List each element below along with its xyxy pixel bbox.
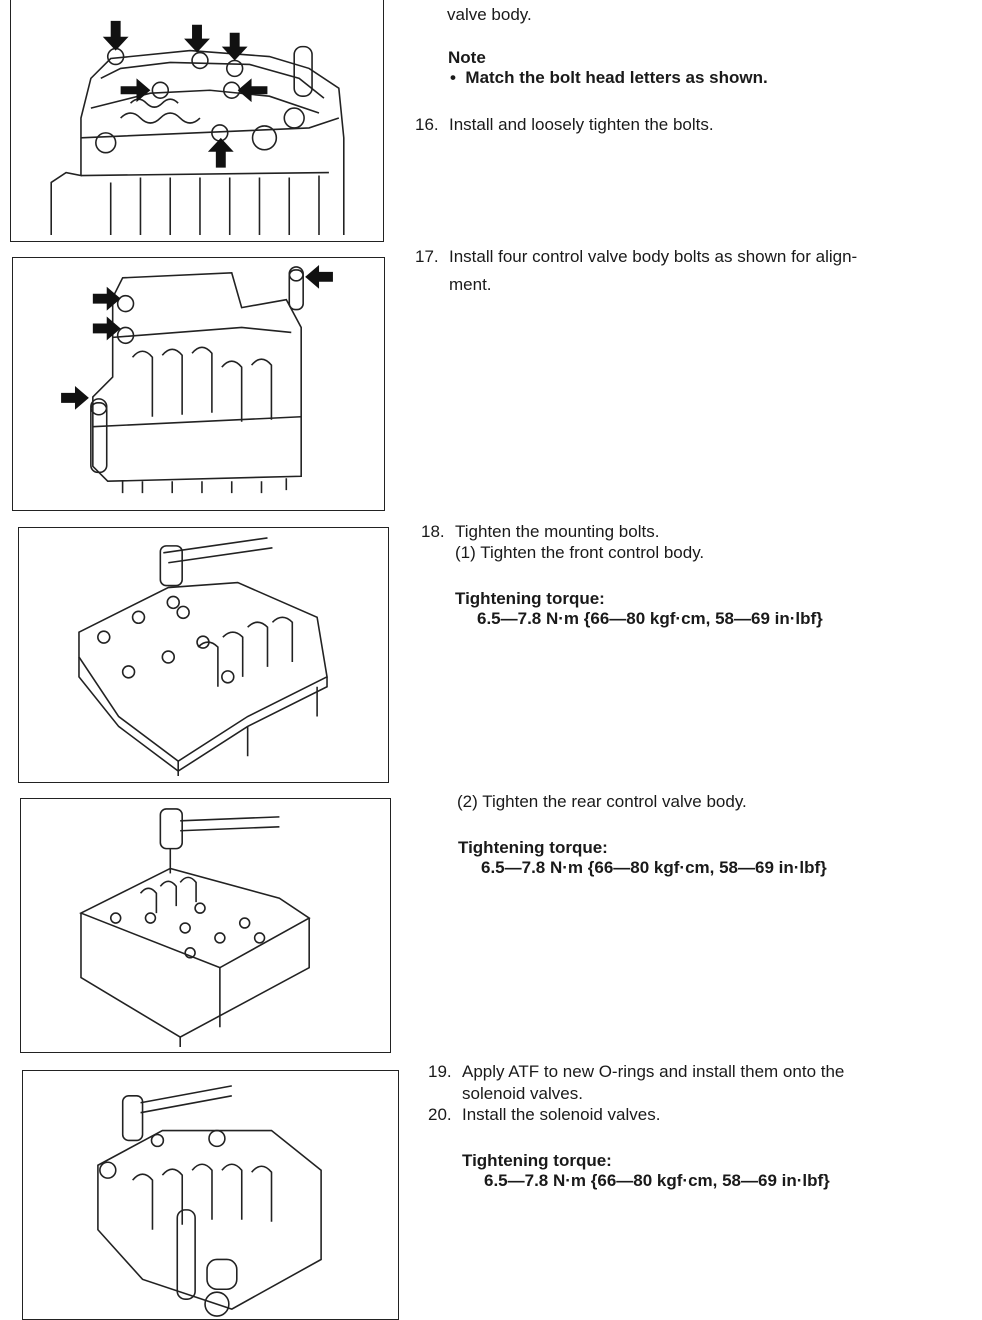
step-18: 18. Tighten the mounting bolts. (421, 521, 659, 543)
alignment-bolts-illustration (61, 264, 333, 494)
step-16: 16. Install and loosely tighten the bolts… (415, 114, 714, 136)
note-heading: Note (448, 48, 486, 67)
step-20: 20. Install the solenoid valves. (428, 1104, 660, 1126)
torque-value-2: 6.5—7.8 N·m {66—80 kgf·cm, 58—69 in·lbf} (481, 858, 827, 877)
figure-solenoid-valves (22, 1070, 399, 1320)
step-20-number: 20. (428, 1105, 452, 1124)
step-18-sub2: (2) Tighten the rear control valve body. (457, 792, 747, 811)
step-16-text: Install and loosely tighten the bolts. (449, 115, 714, 134)
torque-label-3: Tightening torque: (462, 1151, 612, 1170)
step-17-line2: ment. (449, 275, 492, 294)
figure-valve-body-bolts-top (10, 0, 384, 242)
torque-value-3: 6.5—7.8 N·m {66—80 kgf·cm, 58—69 in·lbf} (484, 1171, 830, 1190)
torque-value-1: 6.5—7.8 N·m {66—80 kgf·cm, 58—69 in·lbf} (477, 609, 823, 628)
solenoid-valves-illustration (97, 1085, 322, 1317)
note-text: Match the bolt head letters as shown. (465, 68, 768, 87)
step-20-text: Install the solenoid valves. (462, 1105, 661, 1124)
valve-body-top-illustration (50, 20, 345, 236)
bullet-glyph: • (450, 68, 456, 87)
step-17-line1: Install four control valve body bolts as… (449, 247, 858, 266)
note-bullet-item: • Match the bolt head letters as shown. (450, 67, 768, 89)
figure-rear-control-valve-body (20, 798, 391, 1053)
step-19-line2: solenoid valves. (462, 1084, 583, 1103)
step-18-sub1: (1) Tighten the front control body. (455, 543, 705, 562)
torque-label-2: Tightening torque: (458, 838, 608, 857)
step-19: 19. Apply ATF to new O-rings and install … (428, 1061, 844, 1083)
torque-label-1: Tightening torque: (455, 589, 605, 608)
step-17-number: 17. (415, 247, 439, 266)
step-18-number: 18. (421, 522, 445, 541)
front-control-body-illustration (78, 537, 328, 777)
step-19-number: 19. (428, 1062, 452, 1081)
figure-alignment-bolts (12, 257, 385, 511)
step-19-line1: Apply ATF to new O-rings and install the… (462, 1062, 845, 1081)
figure-front-control-body (18, 527, 389, 783)
rear-control-valve-body-illustration (79, 808, 311, 1048)
intro-text: valve body. (447, 5, 532, 24)
step-18-text: Tighten the mounting bolts. (455, 522, 660, 541)
step-16-number: 16. (415, 115, 439, 134)
step-17: 17. Install four control valve body bolts… (415, 246, 857, 268)
